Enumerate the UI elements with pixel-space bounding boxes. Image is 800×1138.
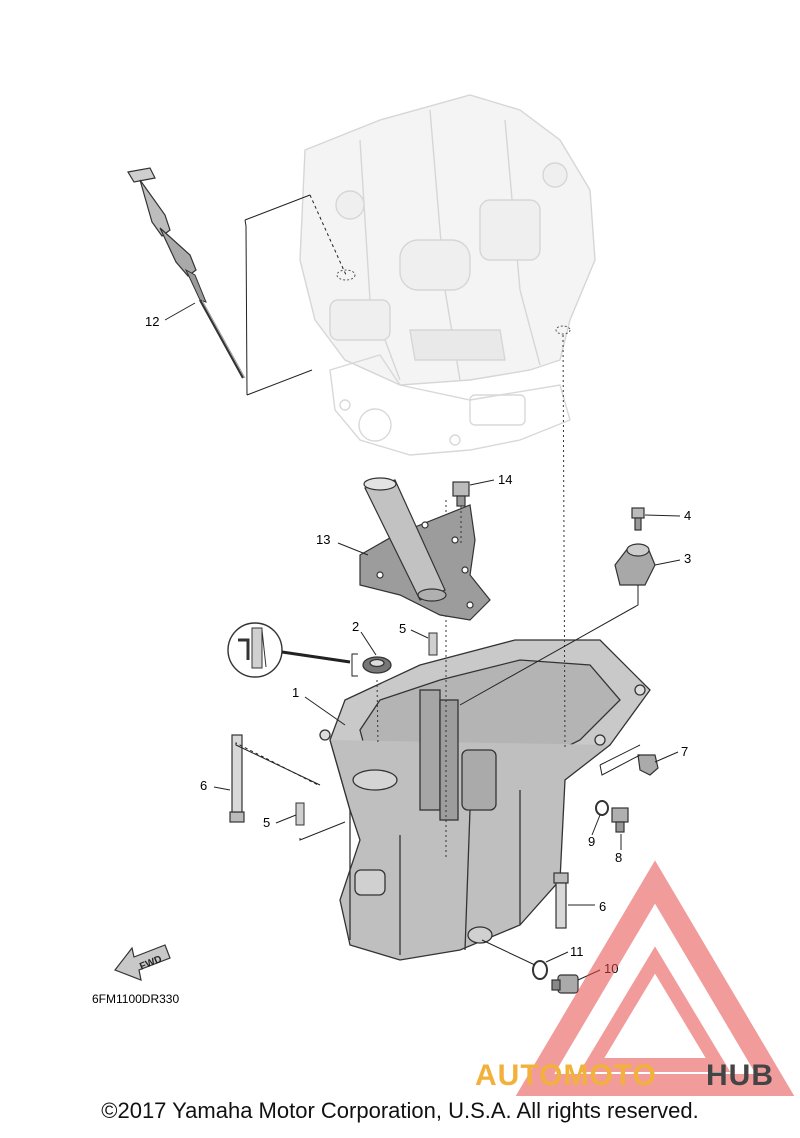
- bolt-part-6-left[interactable]: [229, 734, 245, 823]
- seal-bracket: [351, 653, 358, 677]
- bolt-part-14[interactable]: [452, 481, 470, 507]
- callout-5-lower: 5: [263, 815, 270, 830]
- clip-bracket: [599, 744, 641, 776]
- plug-part-8[interactable]: [611, 807, 629, 833]
- seal-part-2[interactable]: [362, 656, 392, 674]
- watermark-word-a: AUTOMOTO: [475, 1059, 657, 1092]
- gasket-part-11[interactable]: [532, 960, 548, 980]
- drain-plug-part-10[interactable]: [551, 974, 579, 994]
- watermark-wordmark: AUTOMOTO HUB: [475, 1059, 774, 1092]
- callout-4: 4: [684, 508, 691, 523]
- callout-2: 2: [352, 619, 359, 634]
- copyright-notice: ©2017 Yamaha Motor Corporation, U.S.A. A…: [101, 1098, 699, 1123]
- bolt-part-6-right[interactable]: [553, 872, 569, 929]
- callout-3: 3: [684, 551, 691, 566]
- watermark-word-b: HUB: [706, 1059, 774, 1092]
- callout-5-upper: 5: [399, 621, 406, 636]
- dipstick-leader-bracket: [244, 194, 347, 396]
- callout-13: 13: [316, 532, 330, 547]
- cylinder-block-ghost: [299, 94, 596, 386]
- callout-14: 14: [498, 472, 512, 487]
- cylinder-gasket-ghost: [329, 354, 571, 456]
- callout-7: 7: [681, 744, 688, 759]
- callout-12: 12: [145, 314, 159, 329]
- callout-1: 1: [292, 685, 299, 700]
- callout-6-right: 6: [599, 899, 606, 914]
- callout-6-left: 6: [200, 778, 207, 793]
- washer-part-9[interactable]: [595, 800, 609, 816]
- fwd-arrow-icon: FWD: [114, 944, 171, 981]
- callout-9: 9: [588, 834, 595, 849]
- cover-leader-lines: [459, 585, 639, 706]
- baffle-plate-part-13[interactable]: [359, 477, 491, 621]
- callout-8: 8: [615, 850, 622, 865]
- callout-11: 11: [570, 944, 584, 959]
- seal-detail-circle: [227, 622, 351, 678]
- left-bolt-bracket: [235, 742, 346, 841]
- drain-leader: [481, 939, 536, 966]
- clip-part-7[interactable]: [637, 754, 659, 776]
- watermark-logo: [515, 860, 795, 1096]
- dowel-pin-part-5-upper[interactable]: [428, 632, 438, 656]
- callout-leaders: [164, 302, 681, 981]
- oil-pan-part-1[interactable]: [319, 639, 651, 961]
- diagram-part-code: 6FM1100DR330: [92, 992, 179, 1006]
- cover-part-3[interactable]: [614, 543, 656, 586]
- block-hole-markers: [336, 269, 571, 335]
- dipstick-part-12[interactable]: [127, 167, 246, 379]
- bolt-part-4[interactable]: [631, 507, 645, 531]
- dowel-pin-part-5-lower[interactable]: [295, 802, 305, 826]
